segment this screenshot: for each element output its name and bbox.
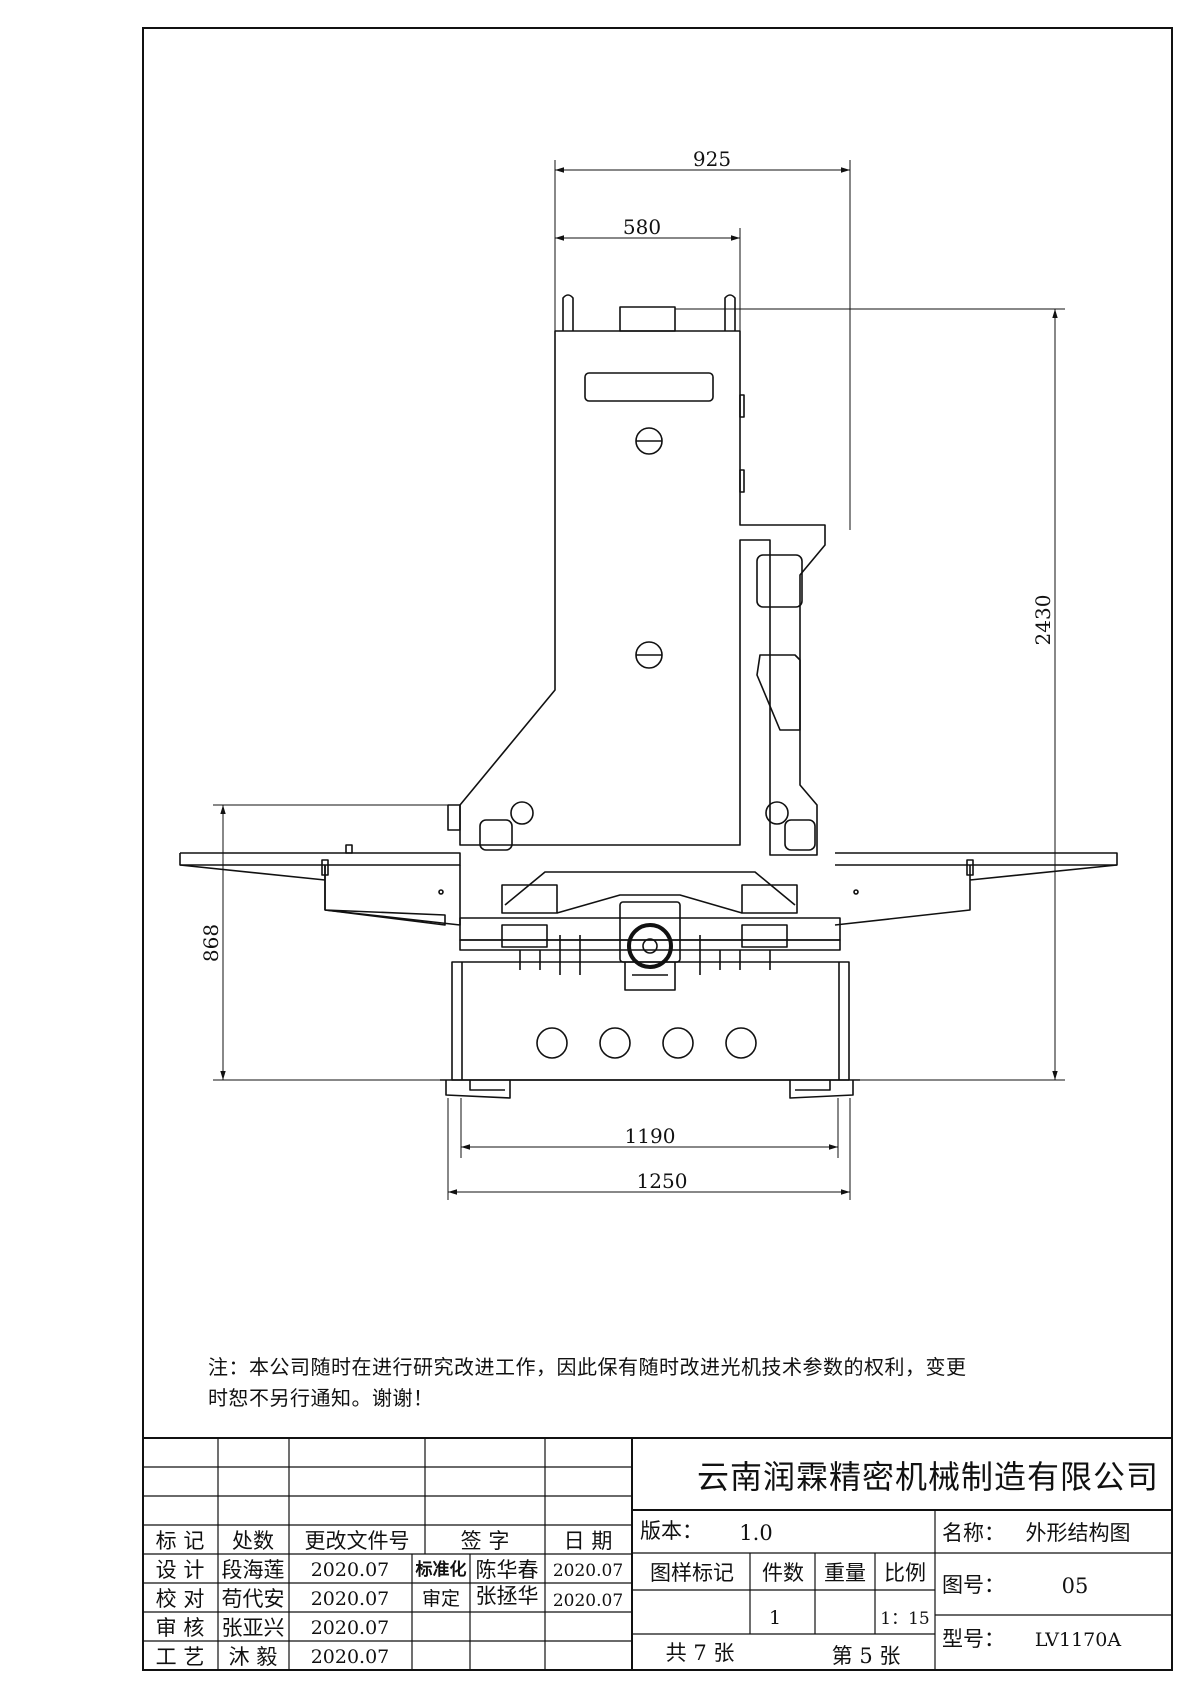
column-body: [459, 330, 826, 856]
dim-1190: 1190: [625, 1124, 676, 1148]
saddle-block-left: [501, 884, 558, 914]
column-hole-left: [510, 801, 534, 825]
table-wing-left: [179, 852, 461, 926]
name-approve: 张拯华: [476, 1584, 539, 1608]
date-check: 2020.07: [311, 1588, 390, 1610]
base-hole-4: [725, 1027, 757, 1059]
column-pocket-left: [479, 819, 513, 851]
table-knob-left: [345, 844, 353, 854]
version-value: 1.0: [739, 1521, 772, 1545]
lift-hook-right: [724, 294, 736, 331]
dim-1250: 1250: [637, 1169, 688, 1193]
name-process: 沐 毅: [229, 1645, 278, 1669]
revision-note: 注：本公司随时在进行研究改进工作，因此保有随时改进光机技术参数的权利，变更 时恕…: [208, 1352, 1088, 1414]
name-design: 段海莲: [222, 1558, 285, 1582]
role-standard: 标准化: [416, 1559, 467, 1580]
rev-header-date: 日 期: [564, 1529, 613, 1553]
date-approve: 2020.07: [553, 1591, 623, 1611]
base-body: [451, 961, 850, 1081]
carriage-rail: [459, 939, 841, 951]
dim-2430: 2430: [1031, 595, 1055, 646]
side-tab-2: [739, 469, 745, 493]
model-value: LV1170A: [1035, 1629, 1121, 1651]
role-approve: 审定: [422, 1588, 460, 1610]
title-block-text: 云南润霖精密机械制造有限公司 标 记 处数 更改文件号 签 字 日 期 设 计 …: [156, 1458, 1159, 1669]
column-cutout: [756, 654, 801, 731]
name-value: 外形结构图: [1026, 1521, 1131, 1545]
column-pocket-right: [784, 819, 816, 851]
dim-580: 580: [623, 215, 661, 239]
drawing-no-label: 图号：: [942, 1573, 1005, 1597]
sheet-border: [142, 27, 1173, 1671]
rev-header-sign: 签 字: [461, 1529, 510, 1553]
date-process: 2020.07: [311, 1646, 390, 1668]
header-weight: 重量: [824, 1561, 866, 1585]
name-label: 名称：: [942, 1521, 1005, 1545]
note-line-1: 注：本公司随时在进行研究改进工作，因此保有随时改进光机技术参数的权利，变更: [208, 1355, 967, 1379]
machine-outline: [179, 294, 1118, 1099]
rev-header-count: 处数: [232, 1529, 274, 1553]
role-design: 设 计: [156, 1558, 205, 1582]
role-review: 审 核: [156, 1616, 205, 1640]
title-block-grid: [142, 1437, 1173, 1671]
base-hole-1: [536, 1027, 568, 1059]
header-scale: 比例: [884, 1561, 926, 1585]
role-process: 工 艺: [156, 1645, 205, 1669]
table-wing-right: [834, 852, 1118, 926]
side-tab-1: [739, 394, 745, 418]
table-clip-left: [321, 859, 329, 876]
dimension-lines: [213, 160, 1065, 1200]
base-foot-left: [445, 1080, 511, 1099]
column-window: [756, 554, 803, 608]
name-check: 苟代安: [222, 1587, 285, 1611]
model-label: 型号：: [942, 1627, 1005, 1651]
date-design: 2020.07: [311, 1559, 390, 1581]
header-drawing-mark: 图样标记: [650, 1561, 734, 1585]
bracket-left: [447, 804, 461, 831]
dimension-labels: 925 580 2430 868 1190 1250: [199, 147, 1055, 1193]
dim-925: 925: [693, 147, 731, 171]
lift-hook-left: [562, 294, 574, 331]
dim-868: 868: [199, 924, 223, 962]
base-hole-3: [662, 1027, 694, 1059]
base-foot-right: [789, 1080, 854, 1099]
guide-block-left: [501, 924, 548, 948]
company-name: 云南润霖精密机械制造有限公司: [697, 1458, 1159, 1496]
base-hole-2: [599, 1027, 631, 1059]
saddle-beam: [556, 894, 743, 914]
rev-header-mark: 标 记: [156, 1529, 205, 1553]
carriage-band: [459, 917, 841, 941]
rev-header-doc: 更改文件号: [305, 1529, 410, 1553]
column-slot: [584, 372, 714, 402]
name-review: 张亚兴: [222, 1616, 285, 1640]
note-line-2: 时恕不另行通知。谢谢！: [208, 1386, 434, 1410]
total-sheets: 共 7 张: [666, 1641, 735, 1665]
column-hole-right: [765, 801, 789, 825]
guide-block-right: [741, 924, 788, 948]
version-label: 版本：: [640, 1519, 703, 1543]
sheet-number: 第 5 张: [832, 1644, 901, 1668]
ballscrew-end: [627, 923, 673, 969]
date-standard: 2020.07: [553, 1561, 623, 1581]
table-clip-right: [966, 859, 974, 876]
saddle-block-right: [741, 884, 798, 914]
scale-value: 1：15: [880, 1609, 929, 1629]
header-quantity: 件数: [762, 1561, 804, 1585]
screw-bracket: [624, 962, 676, 991]
date-review: 2020.07: [311, 1617, 390, 1639]
saddle-top: [504, 871, 796, 906]
top-cap: [619, 306, 676, 332]
name-standard: 陈华春: [476, 1558, 539, 1582]
quantity-value: 1: [769, 1607, 781, 1629]
drawing-no-value: 05: [1062, 1574, 1089, 1598]
role-check: 校 对: [156, 1587, 205, 1611]
